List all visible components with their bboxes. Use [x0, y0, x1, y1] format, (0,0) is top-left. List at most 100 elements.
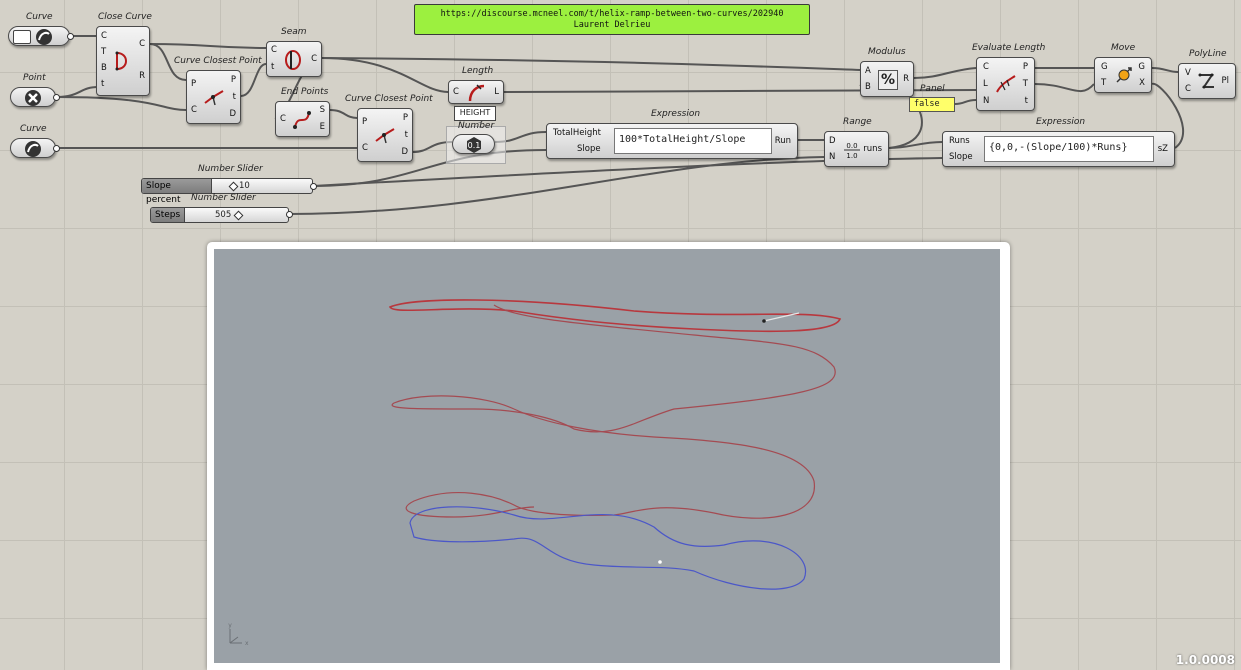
port-out-x[interactable]: X: [1139, 78, 1145, 88]
viewport-canvas[interactable]: y x: [214, 249, 1000, 663]
curve-closest-point-1[interactable]: P C P t D: [186, 70, 241, 124]
port-out-p[interactable]: P: [402, 113, 408, 123]
port-out-r[interactable]: R: [903, 74, 909, 84]
port-in-c[interactable]: C: [362, 143, 368, 153]
move-component[interactable]: G T G X: [1094, 57, 1152, 93]
curve-param-1[interactable]: [8, 26, 70, 46]
wire: [1151, 82, 1184, 149]
port-in-c[interactable]: C: [191, 105, 197, 115]
port-in-l[interactable]: L: [983, 79, 988, 89]
seam-icon: [285, 50, 301, 70]
expression-1-component[interactable]: TotalHeight Slope Run 100*TotalHeight/Sl…: [546, 123, 798, 159]
port-in-b[interactable]: B: [865, 82, 871, 92]
port-out-e[interactable]: E: [319, 122, 325, 132]
port-in-p[interactable]: P: [191, 79, 197, 89]
port-out-r[interactable]: R: [139, 71, 145, 81]
port-in-c[interactable]: C: [453, 87, 459, 97]
move-icon: [1116, 67, 1132, 83]
end-points-component[interactable]: C S E: [275, 101, 330, 137]
output-grip[interactable]: [286, 211, 293, 218]
number-param[interactable]: 0.1: [452, 134, 495, 154]
port-in-t[interactable]: t: [271, 62, 275, 72]
slope-percent-slider[interactable]: Slope percent 10: [141, 178, 313, 205]
port-in-g[interactable]: G: [1101, 62, 1108, 72]
port-out-c[interactable]: C: [139, 39, 145, 49]
port-in-c[interactable]: C: [271, 45, 277, 55]
axis-y-label: y: [228, 622, 232, 629]
output-grip[interactable]: [53, 145, 60, 152]
output-grip[interactable]: [310, 183, 317, 190]
middle-red-curve: [391, 304, 836, 433]
port-in-t[interactable]: T: [1101, 78, 1107, 88]
curve-closest-point-2[interactable]: P C P t D: [357, 108, 413, 162]
port-in-t2[interactable]: t: [101, 79, 105, 89]
caption-range: Range: [843, 117, 872, 127]
svg-text:1.0: 1.0: [846, 152, 857, 160]
port-out-t[interactable]: t: [404, 130, 408, 140]
port-in-v[interactable]: V: [1185, 68, 1191, 78]
viewport-geometry: y x: [228, 299, 842, 647]
expression-2-text[interactable]: {0,0,-(Slope/100)*Runs}: [984, 136, 1154, 162]
port-in-n[interactable]: N: [829, 152, 836, 162]
port-out-t[interactable]: T: [1022, 79, 1028, 89]
port-in-p[interactable]: P: [362, 117, 368, 127]
steps-slider[interactable]: Steps 505: [150, 207, 289, 223]
port-in-n[interactable]: N: [983, 96, 990, 106]
polyline-component[interactable]: V C Pl: [1178, 63, 1236, 99]
expression-1-text[interactable]: 100*TotalHeight/Slope: [614, 128, 772, 154]
port-out-g[interactable]: G: [1138, 62, 1145, 72]
end-points-icon: [293, 111, 311, 129]
port-in-slope[interactable]: Slope: [577, 144, 601, 154]
rhino-viewport[interactable]: y x: [207, 242, 1010, 670]
port-in-d[interactable]: D: [829, 136, 836, 146]
port-out-d[interactable]: D: [229, 109, 236, 119]
port-out-t2[interactable]: t: [1024, 96, 1028, 106]
modulus-component[interactable]: A B R %: [860, 61, 914, 97]
slider-grip[interactable]: [233, 210, 244, 221]
wire: [321, 57, 449, 93]
close-curve-component[interactable]: C T B t C R: [96, 26, 150, 96]
url-panel[interactable]: https://discourse.mcneel.com/t/helix-ram…: [414, 4, 810, 35]
port-out-s[interactable]: S: [319, 105, 325, 115]
port-in-a[interactable]: A: [865, 66, 871, 76]
expression-2-component[interactable]: Runs Slope sZ {0,0,-(Slope/100)*Runs}: [942, 131, 1175, 167]
output-grip[interactable]: [67, 33, 74, 40]
seam-component[interactable]: C t C: [266, 41, 322, 77]
port-out-sz[interactable]: sZ: [1157, 144, 1168, 154]
port-out-p[interactable]: P: [230, 75, 236, 85]
wire: [1034, 83, 1095, 93]
length-component[interactable]: C L: [448, 80, 504, 104]
port-in-t[interactable]: T: [101, 47, 107, 57]
slider-grip[interactable]: [228, 181, 239, 192]
length-icon: [468, 84, 485, 102]
port-in-c[interactable]: C: [983, 62, 989, 72]
port-out-pl[interactable]: Pl: [1221, 76, 1230, 86]
port-in-slope[interactable]: Slope: [949, 152, 973, 162]
port-out-c[interactable]: C: [311, 54, 317, 64]
port-in-totalheight[interactable]: TotalHeight: [553, 128, 601, 138]
port-out-run[interactable]: Run: [774, 136, 791, 146]
port-out-d[interactable]: D: [401, 147, 408, 157]
port-in-c[interactable]: C: [280, 114, 286, 124]
evaluate-length-component[interactable]: C L N P T t: [976, 57, 1035, 111]
output-grip[interactable]: [53, 94, 60, 101]
port-out-t[interactable]: t: [232, 92, 236, 102]
port-out-l[interactable]: L: [494, 87, 499, 97]
point-param[interactable]: [10, 87, 56, 107]
blue-curve: [409, 506, 807, 590]
curve-preview-icon: [13, 30, 31, 44]
false-panel[interactable]: false: [909, 97, 955, 112]
curve-icon: [36, 29, 52, 45]
curve-param-2[interactable]: [10, 138, 56, 158]
port-in-b[interactable]: B: [101, 63, 107, 73]
port-in-c[interactable]: C: [101, 31, 107, 41]
wire: [321, 57, 861, 71]
wire: [56, 86, 99, 98]
version-label: 1.0.0008: [1175, 653, 1235, 667]
port-out-p[interactable]: P: [1022, 62, 1028, 72]
port-in-runs[interactable]: Runs: [949, 136, 970, 146]
port-in-c[interactable]: C: [1185, 84, 1191, 94]
port-out-runs[interactable]: runs: [863, 144, 882, 154]
seam-line: [763, 312, 800, 322]
